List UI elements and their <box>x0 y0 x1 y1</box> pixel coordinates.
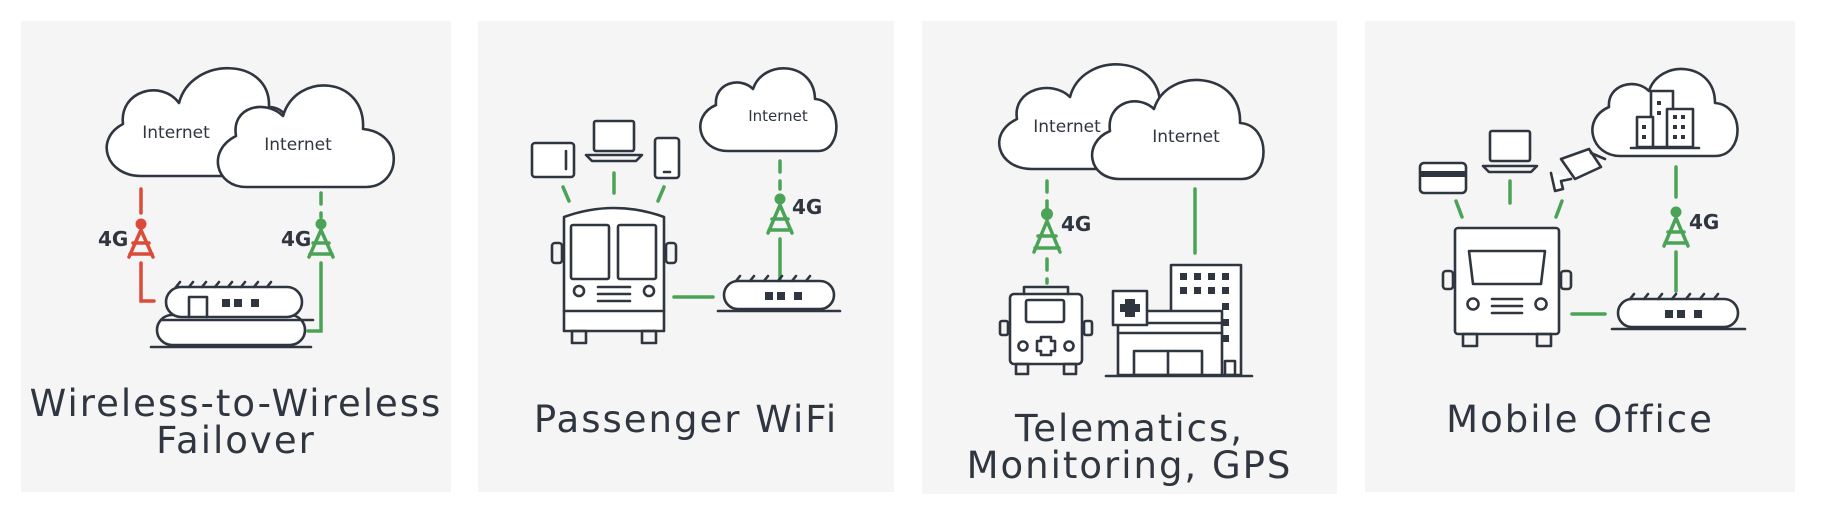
hospital-icon <box>1104 263 1254 378</box>
office-buildings-icon <box>1629 89 1701 150</box>
security-camera-icon <box>1549 147 1607 193</box>
tower-label: 4G <box>792 195 822 219</box>
panel-passenger-wifi: Internet 4G Passenger WiFi <box>478 21 894 492</box>
phone-icon <box>653 136 681 180</box>
tower-label: 4G <box>1061 212 1091 236</box>
passenger-wifi-diagram: Internet 4G <box>530 67 842 345</box>
panel-title: Telematics, Monitoring, GPS <box>966 407 1293 487</box>
wireless-failover-diagram: Internet Internet 4G 4G <box>98 66 396 349</box>
panel-title: Wireless-to-Wireless Failover <box>29 382 443 462</box>
router-icon <box>716 274 842 313</box>
tower-label: 4G <box>281 227 311 251</box>
tower-label: 4G <box>98 227 128 251</box>
panel-mobile-office: 4G Mobile Office <box>1365 21 1795 492</box>
router-icon <box>1610 292 1747 331</box>
mobile-office-diagram: 4G <box>1418 67 1747 348</box>
cloud-label: Internet <box>1033 117 1101 137</box>
panel-title: Passenger WiFi <box>533 398 839 441</box>
delivery-truck-icon <box>1441 226 1573 348</box>
cell-tower-icon <box>766 193 794 235</box>
panel-title: Mobile Office <box>1446 398 1714 441</box>
credit-card-icon <box>1418 161 1468 195</box>
telematics-diagram: Internet Internet 4G <box>998 63 1265 378</box>
ambulance-icon <box>998 285 1094 376</box>
cell-tower-icon <box>307 218 335 259</box>
bus-icon <box>550 206 678 345</box>
cloud-label: Internet <box>1152 127 1220 147</box>
cloud-icon <box>699 67 838 153</box>
panel-telematics: Internet Internet 4G <box>922 21 1337 494</box>
cloud-label: Internet <box>142 123 210 143</box>
laptop-icon <box>1481 129 1539 174</box>
cloud-icon <box>1090 78 1265 181</box>
cloud-label: Internet <box>748 107 808 125</box>
router-icon <box>149 280 315 349</box>
laptop-icon <box>584 119 644 163</box>
cloud-icon <box>216 84 396 189</box>
tablet-icon <box>530 141 576 179</box>
cell-tower-icon <box>1662 206 1690 248</box>
cell-tower-icon <box>1032 208 1062 254</box>
cloud-label: Internet <box>264 135 332 155</box>
tower-label: 4G <box>1689 210 1719 234</box>
panel-wireless-failover: Internet Internet 4G 4G <box>21 21 451 492</box>
cell-tower-icon <box>127 218 155 259</box>
